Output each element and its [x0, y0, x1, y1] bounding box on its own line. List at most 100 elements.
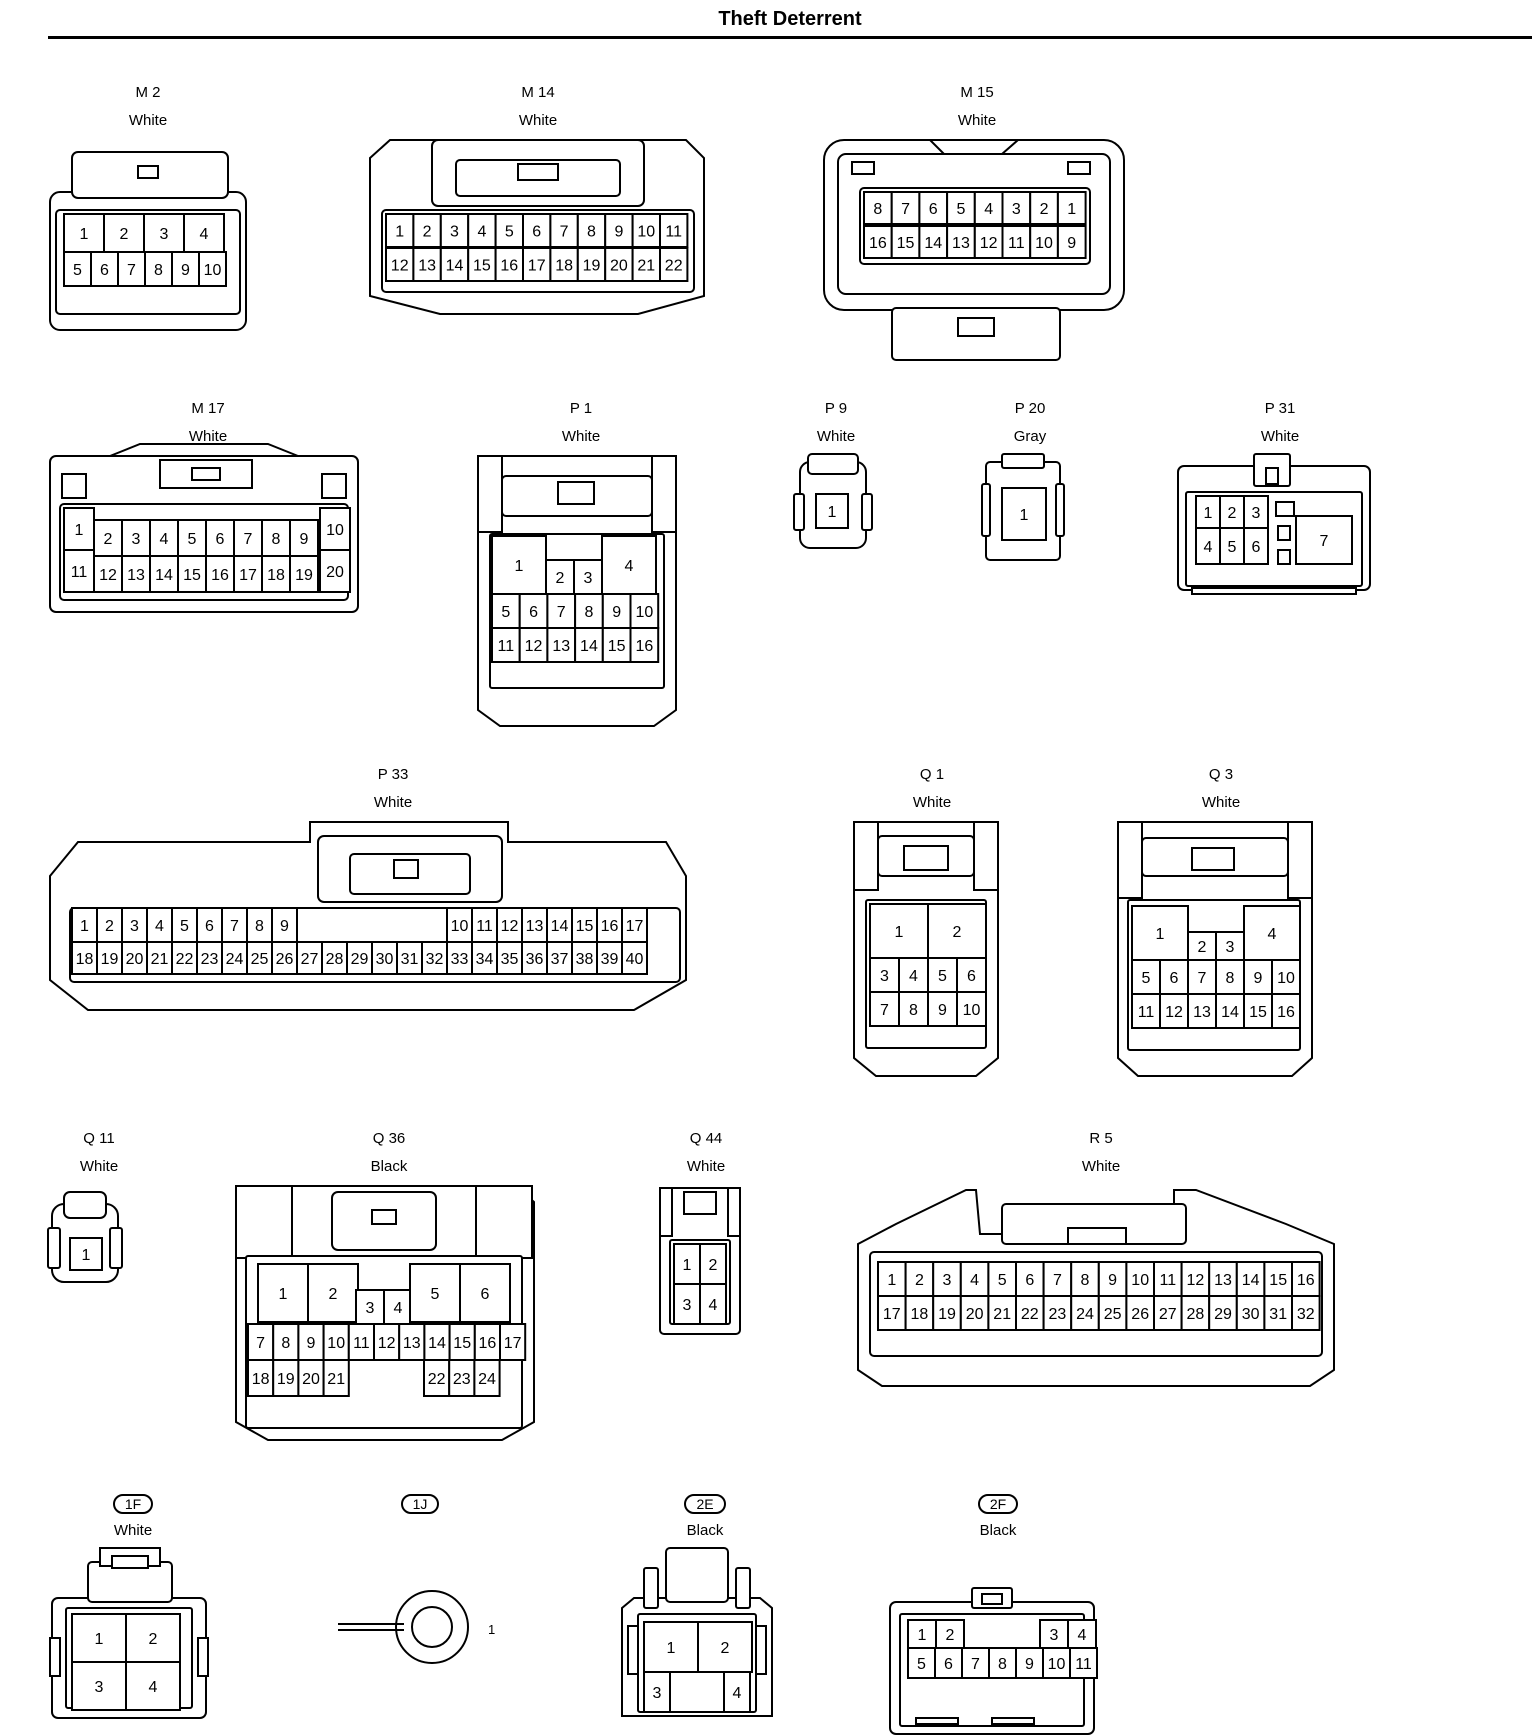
pin-number: 15	[897, 235, 915, 252]
pin-number: 12	[525, 638, 543, 655]
pin-number: 17	[528, 258, 546, 275]
pin-number: 7	[880, 1002, 889, 1019]
pin-number: 9	[300, 531, 309, 548]
pin-cell: 6	[918, 191, 949, 225]
pin-cell: 4	[723, 1671, 751, 1713]
pin-cell: 39	[596, 941, 623, 975]
pin-cell: 20	[121, 941, 148, 975]
pin-number: 2	[149, 1631, 158, 1648]
connector-id-label: Q 44	[689, 1130, 723, 1147]
pin-cell: 6	[522, 213, 552, 248]
pin-cell: 6	[1015, 1261, 1045, 1297]
body-outline	[1277, 549, 1291, 565]
pin-cell: 7	[221, 907, 248, 943]
pin-number: 18	[267, 567, 285, 584]
connector-id-label: 1F	[112, 1494, 154, 1514]
connector-color: White	[816, 428, 856, 445]
pin-cell: 8	[576, 213, 607, 248]
pin-number: 9	[938, 1002, 947, 1019]
pin-number: 27	[301, 951, 319, 968]
pin-number: 1	[1204, 505, 1213, 522]
pin-cell: 24	[1070, 1295, 1100, 1331]
body-outline	[991, 1717, 1035, 1725]
pin-number: 8	[873, 201, 882, 218]
pin-number: 19	[295, 567, 313, 584]
pin-cell: 20	[604, 247, 634, 282]
pin-cell: 11	[659, 213, 689, 248]
pin-number: 1	[895, 924, 904, 941]
pin-number: 15	[453, 1335, 471, 1352]
pin-cell: 1	[491, 535, 547, 595]
pin-cell: 12	[93, 555, 123, 593]
pin-number: 1	[80, 918, 89, 935]
pin-number: 14	[446, 258, 464, 275]
pin-cell: 22	[423, 1359, 451, 1397]
pin-cell: 26	[1125, 1295, 1155, 1331]
body-outline	[557, 481, 595, 505]
pin-number: 8	[154, 262, 163, 279]
pin-cell: 12	[1180, 1261, 1211, 1297]
pin-cell: 11	[1153, 1261, 1183, 1297]
pin-cell: 31	[1263, 1295, 1293, 1331]
pin-number: 4	[160, 531, 169, 548]
pin-number: 36	[526, 951, 544, 968]
pin-number: 30	[1242, 1306, 1260, 1323]
pin-cell: 10	[1271, 959, 1301, 995]
pin-cell: 10	[956, 991, 987, 1027]
pin-cell: 27	[1153, 1295, 1183, 1331]
pin-number: 13	[418, 258, 436, 275]
pin-cell: 25	[246, 941, 273, 975]
pin-number: 13	[1193, 1004, 1211, 1021]
pin-number: 6	[205, 918, 214, 935]
pin-cell: 13	[412, 247, 442, 282]
pin-number: 4	[149, 1679, 158, 1696]
pin-number: 25	[251, 951, 269, 968]
pin-cell: 5	[409, 1263, 461, 1323]
connector-id-label: 2E	[684, 1494, 726, 1514]
connector-id: P 1	[476, 400, 686, 418]
pin-number: 3	[1012, 201, 1021, 218]
connector-color: Gray	[1013, 428, 1047, 445]
pin-cell: 34	[471, 941, 498, 975]
pin-cell: 8	[144, 251, 173, 287]
connector-id: Q 11	[44, 1130, 154, 1148]
connector-id-label: Q 11	[83, 1130, 115, 1147]
pin-number: 1	[82, 1247, 91, 1264]
pin-number: 12	[501, 918, 519, 935]
body-outline	[735, 1567, 751, 1609]
connector-id-label: Q 3	[1208, 766, 1234, 783]
pin-cell: 12	[973, 225, 1004, 259]
pin-cell: 7	[1295, 515, 1353, 565]
pin-cell: 14	[439, 247, 470, 282]
pin-cell: 11	[491, 627, 521, 663]
body-outline	[807, 453, 859, 475]
pin-number: 14	[155, 567, 173, 584]
pin-cell: 1	[63, 507, 95, 551]
body-outline	[903, 845, 949, 871]
connector-color: Black	[979, 1522, 1017, 1539]
pin-number: 1	[918, 1627, 927, 1644]
pin-cell: 5	[494, 213, 524, 248]
pin-cell: 6	[956, 957, 987, 993]
pin-number: 6	[216, 531, 225, 548]
pin-number: 4	[1204, 539, 1213, 556]
pin-cell: 8	[898, 991, 929, 1027]
pin-number: 18	[911, 1306, 929, 1323]
pin-number: 7	[1198, 970, 1207, 987]
pin-cell: 32	[1291, 1295, 1321, 1331]
connector-color: White	[113, 1522, 153, 1539]
pin-cell: 11	[63, 549, 95, 593]
pin-cell: 10	[1029, 225, 1059, 259]
pin-number: 9	[612, 604, 621, 621]
pin-cell: 3	[573, 559, 603, 595]
pin-cell: 20	[297, 1359, 325, 1397]
pin-number: 3	[366, 1300, 375, 1317]
pin-number: 14	[580, 638, 598, 655]
pin-number: 18	[252, 1371, 270, 1388]
